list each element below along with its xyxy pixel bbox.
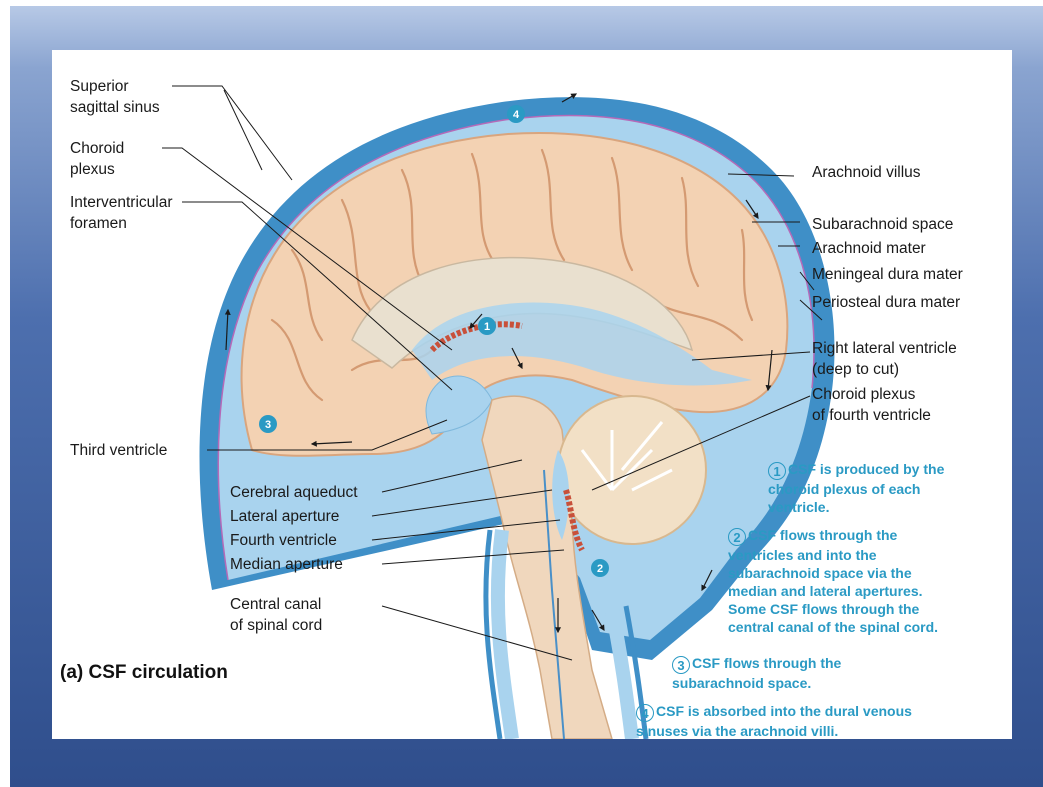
svg-text:1: 1 <box>484 321 490 333</box>
legend-number-1: 1 <box>768 462 786 480</box>
label-arachnoid-mater: Arachnoid mater <box>812 238 926 259</box>
label-third-ventricle: Third ventricle <box>70 440 167 461</box>
step-marker-2: 2 <box>591 559 609 577</box>
legend-text-4: CSF is absorbed into the dural venous si… <box>636 703 912 739</box>
label-central-canal: Central canal of spinal cord <box>230 594 322 636</box>
label-fourth-ventricle: Fourth ventricle <box>230 530 337 551</box>
label-cerebral-aqueduct: Cerebral aqueduct <box>230 482 358 503</box>
label-meningeal-dura-mater: Meningeal dura mater <box>812 264 963 285</box>
legend-text-2: CSF flows through the ventricles and int… <box>728 527 938 635</box>
label-periosteal-dura-mater: Periosteal dura mater <box>812 292 960 313</box>
label-interventricular-foramen: Interventricular foramen <box>70 192 173 234</box>
step-marker-4: 4 <box>507 105 525 123</box>
figure-card: 1 2 3 4 Superior sagittal sinus Choroid … <box>52 50 1012 739</box>
svg-text:3: 3 <box>265 419 271 431</box>
step-marker-1: 1 <box>478 317 496 335</box>
label-right-lateral-ventricle: Right lateral ventricle (deep to cut) <box>812 338 957 380</box>
label-lateral-aperture: Lateral aperture <box>230 506 339 527</box>
label-arachnoid-villus: Arachnoid villus <box>812 162 921 183</box>
spinal-csf-band <box>498 530 512 739</box>
legend-number-4: 4 <box>636 704 654 722</box>
svg-text:2: 2 <box>597 563 603 575</box>
legend-number-2: 2 <box>728 528 746 546</box>
label-median-aperture: Median aperture <box>230 554 343 575</box>
panel-caption: (a) CSF circulation <box>60 662 228 684</box>
legend-number-3: 3 <box>672 656 690 674</box>
title-strip <box>52 6 1012 48</box>
svg-text:4: 4 <box>513 109 520 121</box>
label-choroid-plexus-fourth-ventricle: Choroid plexus of fourth ventricle <box>812 384 931 426</box>
label-subarachnoid-space: Subarachnoid space <box>812 214 953 235</box>
legend-text-1: CSF is produced by the choroid plexus of… <box>768 461 944 515</box>
legend-text-3: CSF flows through the subarachnoid space… <box>672 655 841 691</box>
step-marker-3: 3 <box>259 415 277 433</box>
label-choroid-plexus: Choroid plexus <box>70 138 124 180</box>
slide-background: 1 2 3 4 Superior sagittal sinus Choroid … <box>10 6 1043 787</box>
label-superior-sagittal-sinus: Superior sagittal sinus <box>70 76 160 118</box>
